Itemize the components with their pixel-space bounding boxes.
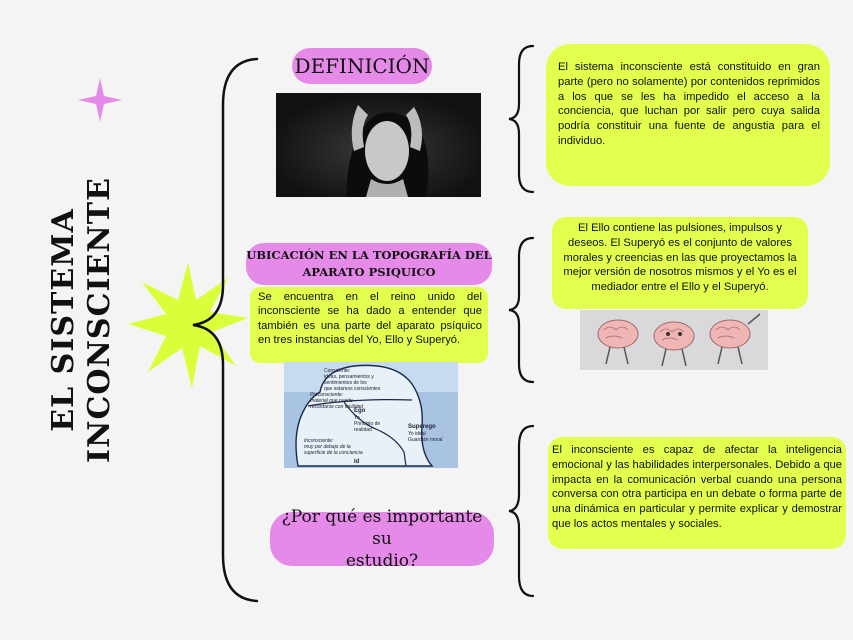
bracket-location (505, 236, 541, 384)
sparkle-icon (78, 78, 122, 122)
bracket-importance (505, 424, 541, 598)
ego-label: Ego (354, 408, 380, 415)
title-line-1: EL SISTEMA (46, 177, 82, 463)
superego-label: Superego (408, 424, 442, 431)
location-text-box: Se encuentra en el reino unido del incon… (250, 287, 488, 363)
main-title: EL SISTEMA INCONSCIENTE (42, 185, 122, 455)
ello-text-box: El Ello contiene las pulsiones, impulsos… (552, 217, 808, 309)
id-label: Id (354, 459, 359, 465)
location-label: UBICACIÓN EN LA TOPOGRAFÍA DEL APARATO P… (246, 243, 492, 285)
title-line-2: INCONSCIENTE (82, 177, 118, 463)
definition-text: El sistema inconsciente está constituido… (558, 61, 820, 147)
definition-photo (276, 93, 481, 197)
definition-label: DEFINICIÓN (292, 48, 432, 84)
ello-text: El Ello contiene las pulsiones, impulsos… (563, 222, 796, 293)
importance-text-box: El inconsciente es capaz de afectar la i… (548, 437, 846, 549)
bracket-definition (505, 44, 541, 194)
importance-label: ¿Por qué es importante su estudio? (270, 512, 494, 566)
importance-text: El inconsciente es capaz de afectar la i… (552, 444, 842, 530)
definition-text-box: El sistema inconsciente está constituido… (546, 44, 830, 186)
location-text: Se encuentra en el reino unido del incon… (258, 291, 482, 346)
brains-illustration (580, 310, 768, 370)
iceberg-diagram: Consciente: ideas, pensamientos y sentim… (284, 362, 458, 468)
